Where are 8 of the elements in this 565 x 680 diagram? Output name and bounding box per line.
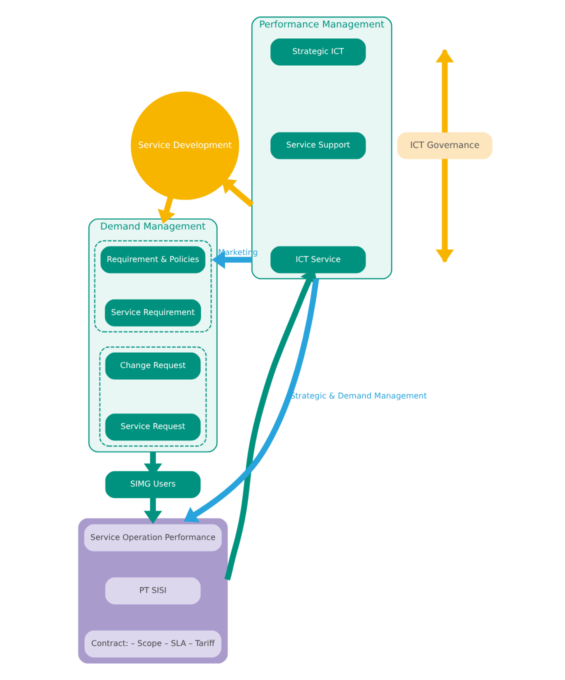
arrow bbox=[184, 278, 320, 523]
arrow bbox=[221, 178, 254, 208]
cluster bbox=[78, 518, 228, 664]
cluster bbox=[99, 346, 207, 447]
cluster bbox=[94, 240, 212, 332]
node-box: ICT Governance bbox=[397, 132, 492, 160]
arrow bbox=[144, 498, 162, 524]
arrow bbox=[158, 196, 176, 224]
